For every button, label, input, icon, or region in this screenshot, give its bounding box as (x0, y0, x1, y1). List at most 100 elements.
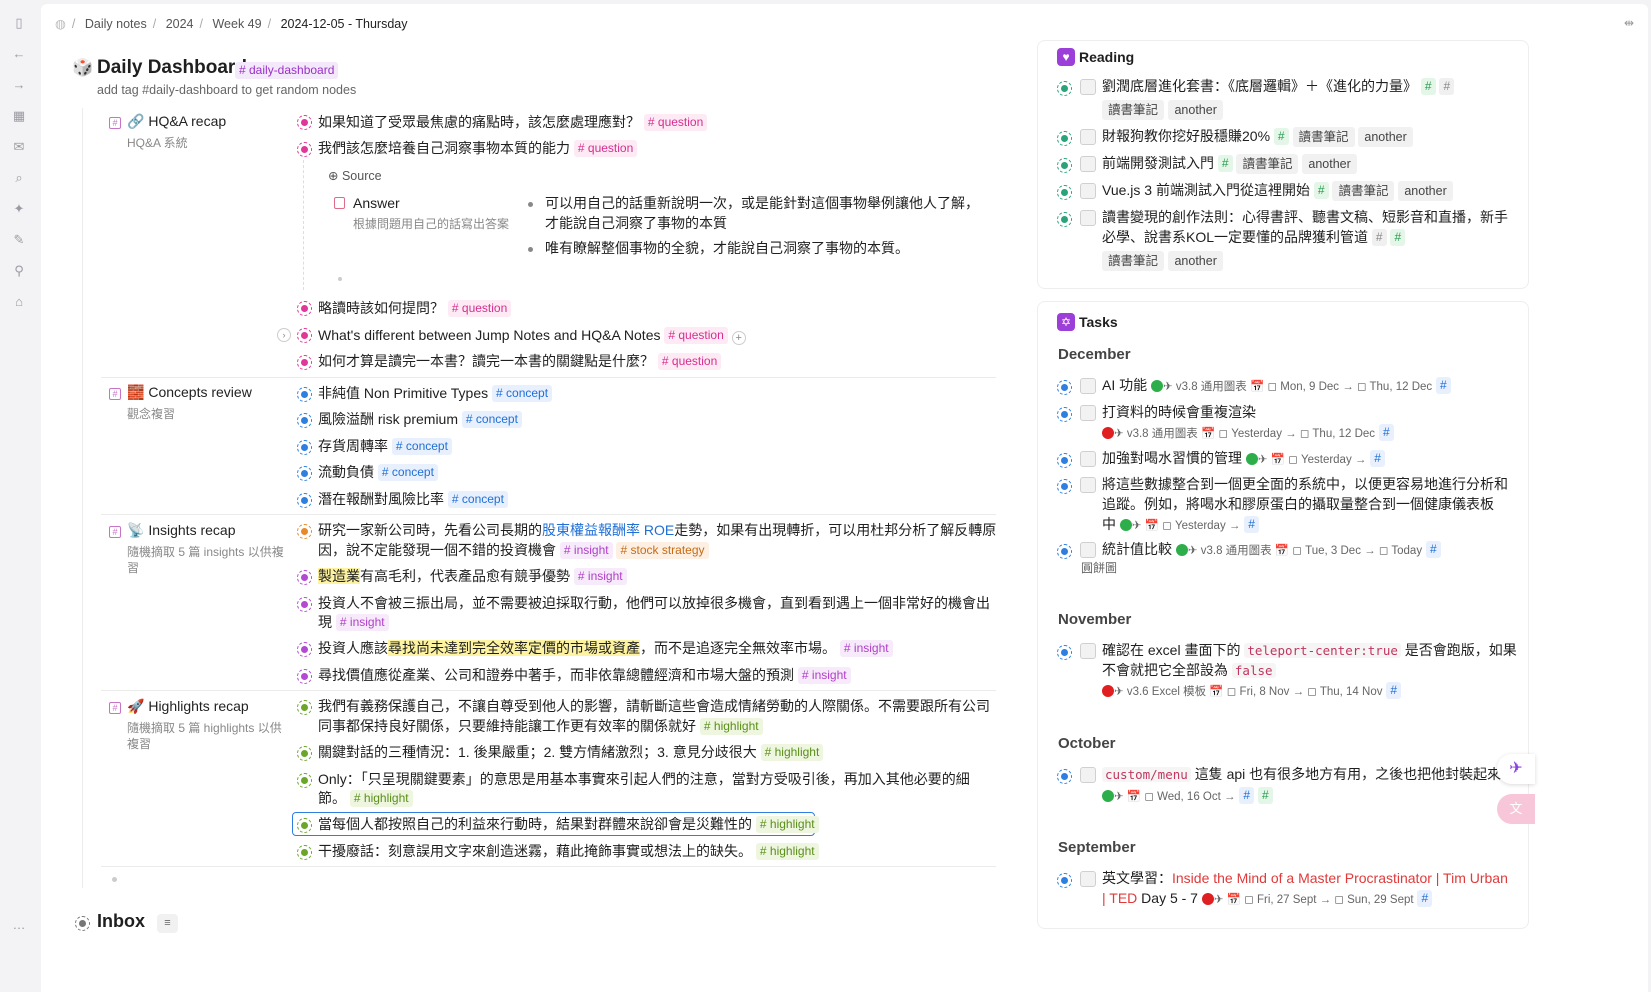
reading-item[interactable]: 財報狗教你挖好股穩賺20% # 讀書筆記 another (1102, 126, 1413, 147)
node-bullet[interactable] (297, 413, 312, 428)
node-bullet[interactable] (1057, 645, 1072, 660)
more-icon[interactable]: … (12, 917, 26, 932)
edit-icon[interactable]: ✎ (13, 232, 25, 247)
list-item[interactable]: 略讀時該如何提問？ # question (318, 298, 512, 318)
node-bullet[interactable] (1057, 212, 1072, 227)
task-item-cont[interactable]: 追蹤。例如，將喝水和膠原蛋白的攝取量整合到一個健康儀表板 (1102, 496, 1494, 512)
list-item[interactable]: 如果知道了受眾最焦慮的痛點時，該怎麼處理應對？ # question (318, 112, 708, 132)
node-bullet[interactable] (1057, 479, 1072, 494)
sidebar-toggle-icon[interactable]: ▯ (15, 15, 23, 30)
answer-item[interactable]: 可以用自己的話重新說明一次，或是能針對這個事物舉例讓他人了解， (545, 195, 979, 211)
node-bullet[interactable] (297, 493, 312, 508)
task-item[interactable]: 英文學習：Inside the Mind of a Master Procras… (1102, 870, 1508, 886)
task-checkbox[interactable] (1080, 477, 1096, 493)
list-item[interactable]: 風險溢酬 risk premium # concept (318, 409, 522, 429)
back-arrow-icon[interactable]: ← (12, 46, 26, 61)
task-item-cont[interactable]: 不會就把它全部設為 false (1102, 660, 1276, 681)
answer-item-cont[interactable]: 才能說自己洞察了事物的本質 (545, 215, 727, 231)
task-item[interactable]: AI 功能 ✈ v3.8 通用圖表 📅 ◻ Mon, 9 Dec → ◻ Thu… (1102, 375, 1451, 397)
forward-arrow-icon[interactable]: → (12, 77, 26, 92)
list-item-cont[interactable]: 同事都保持良好關係，只要維持能讓工作更有效率的關係就好 # highlight (318, 716, 763, 736)
inbox-icon[interactable]: ✉ (13, 139, 25, 154)
list-item[interactable]: 製造業有高毛利，代表產品愈有競爭優勢 # insight (318, 566, 627, 586)
node-bullet[interactable] (1057, 158, 1072, 173)
node-bullet[interactable] (297, 773, 312, 788)
panel-expand-icon[interactable]: ⇹ (1623, 16, 1634, 30)
task-checkbox[interactable] (1080, 405, 1096, 421)
breadcrumb-item[interactable]: Daily notes (84, 17, 147, 31)
source-field[interactable]: ⊕ Source (328, 169, 382, 183)
list-item[interactable]: 投資人不會被三振出局，並不需要被迫採取行動，他們可以放掉很多機會，直到看到遇上一… (318, 595, 990, 611)
task-checkbox[interactable] (1080, 156, 1096, 172)
task-item[interactable]: 打資料的時候會重複渲染 (1102, 404, 1256, 420)
task-item[interactable]: 加強對喝水習慣的管理 ✈ 📅 ◻ Yesterday → # (1102, 448, 1385, 470)
node-bullet[interactable] (297, 142, 312, 157)
pin-icon[interactable]: ⚲ (14, 263, 24, 278)
reading-item[interactable]: 劉潤底層進化套書：《底層邏輯》＋《進化的力量》 # # (1102, 76, 1455, 96)
node-bullet[interactable] (297, 440, 312, 455)
expand-chevron-icon[interactable]: › (277, 328, 291, 342)
node-bullet[interactable] (1057, 407, 1072, 422)
reading-item[interactable]: 前端開發測試入門 # 讀書筆記 another (1102, 153, 1357, 174)
task-checkbox[interactable] (1080, 542, 1096, 558)
node-bullet[interactable] (297, 115, 312, 130)
list-item[interactable]: 我們該怎麼培養自己洞察事物本質的能力 # question (318, 138, 638, 158)
node-bullet[interactable] (1057, 81, 1072, 96)
node-bullet[interactable] (1057, 380, 1072, 395)
node-bullet[interactable] (1057, 769, 1072, 784)
sparkle-icon[interactable]: ✦ (13, 201, 25, 216)
list-item[interactable]: 尋找價值應從產業、公司和證券中著手，而非依靠總體經濟和市場大盤的預測 # ins… (318, 665, 851, 685)
list-item[interactable]: What's different between Jump Notes and … (318, 325, 746, 345)
task-checkbox[interactable] (1080, 129, 1096, 145)
translate-icon[interactable]: 文 (1497, 794, 1535, 824)
task-subnote[interactable]: 圓餅圖 (1081, 561, 1118, 575)
list-item[interactable]: 如何才算是讀完一本書？讀完一本書的關鍵點是什麼？ # question (318, 351, 722, 371)
node-bullet[interactable] (1057, 453, 1072, 468)
task-item[interactable]: 統計值比較 ✈ v3.8 通用圖表 📅 ◻ Tue, 3 Dec → ◻ Tod… (1102, 539, 1441, 561)
breadcrumb-item[interactable]: 2024 (165, 17, 194, 31)
list-item[interactable]: 非純值 Non Primitive Types # concept (318, 383, 553, 403)
node-bullet[interactable] (297, 746, 312, 761)
list-item[interactable]: 我們有義務保護自己，不讓自尊受到他人的影響，請斬斷這些會造成情緒勞動的人際關係。… (318, 698, 990, 714)
task-item[interactable]: custom/menu 這隻 api 也有很多地方有用，之後也把他封裝起來 (1102, 764, 1501, 785)
node-bullet[interactable] (297, 642, 312, 657)
breadcrumb-item[interactable]: 2024-12-05 - Thursday (280, 17, 408, 31)
search-icon[interactable]: ⌕ (15, 170, 23, 185)
node-bullet[interactable] (1057, 544, 1072, 559)
node-bullet[interactable] (297, 301, 312, 316)
list-item[interactable]: Only：「只呈現關鍵要素」的意思是用基本事實來引起人們的注意，當對方受吸引後，… (318, 771, 970, 787)
list-item-cont[interactable]: 節。 # highlight (318, 788, 413, 808)
list-item[interactable]: 潛在報酬對風險比率 # concept (318, 489, 508, 509)
node-bullet[interactable] (297, 570, 312, 585)
node-bullet[interactable] (297, 466, 312, 481)
node-bullet[interactable] (297, 818, 312, 833)
answer-item[interactable]: 唯有瞭解整個事物的全貌，才能說自己洞察了事物的本質。 (545, 240, 909, 256)
task-checkbox[interactable] (1080, 378, 1096, 394)
task-link[interactable]: Inside the Mind of a Master Procrastinat… (1172, 870, 1508, 886)
list-item[interactable]: 關鍵對話的三種情況：1. 後果嚴重；2. 雙方情緒激烈；3. 意見分歧很大 # … (318, 742, 824, 762)
calendar-icon[interactable]: ▦ (12, 108, 26, 123)
node-bullet[interactable] (297, 845, 312, 860)
node-bullet[interactable] (297, 387, 312, 402)
task-checkbox[interactable] (1080, 210, 1096, 226)
task-item-cont[interactable]: | TED Day 5 - 7 ✈ 📅 ◻ Fri, 27 Sept → ◻ S… (1102, 888, 1433, 910)
list-item[interactable]: 干擾廢話：刻意誤用文字來創造迷霧，藉此掩飾事實或想法上的缺失。 # highli… (318, 841, 819, 861)
task-item-cont[interactable]: 中 ✈ 📅 ◻ Yesterday → # (1102, 514, 1259, 536)
graph-icon[interactable]: ⌂ (15, 294, 23, 309)
list-item[interactable]: 投資人應該尋找尚未達到完全效率定價的市場或資產，而不是追逐完全無效率市場。 # … (318, 638, 893, 658)
node-bullet[interactable] (1057, 873, 1072, 888)
list-item-selected[interactable]: 當每個人都按照自己的利益來行動時，結果對群體來說卻會是災難性的 # highli… (318, 814, 819, 834)
inline-link[interactable]: 股東權益報酬率 ROE (542, 522, 675, 538)
task-checkbox[interactable] (1080, 643, 1096, 659)
reading-item[interactable]: 讀書變現的創作法則：心得書評、聽書文稿、短影音和直播，新手 (1102, 209, 1508, 225)
node-bullet[interactable] (297, 524, 312, 539)
page-tag[interactable]: # daily-dashboard (235, 62, 339, 79)
node-bullet[interactable] (1057, 131, 1072, 146)
list-item[interactable]: 存貨周轉率 # concept (318, 436, 452, 456)
node-bullet[interactable] (297, 700, 312, 715)
reading-item-cont[interactable]: 必學、說書系KOL一定要懂的品牌獲利管道 # # (1102, 227, 1406, 247)
list-item[interactable]: 流動負債 # concept (318, 462, 438, 482)
task-checkbox[interactable] (1080, 451, 1096, 467)
task-checkbox[interactable] (1080, 871, 1096, 887)
task-checkbox[interactable] (1080, 767, 1096, 783)
